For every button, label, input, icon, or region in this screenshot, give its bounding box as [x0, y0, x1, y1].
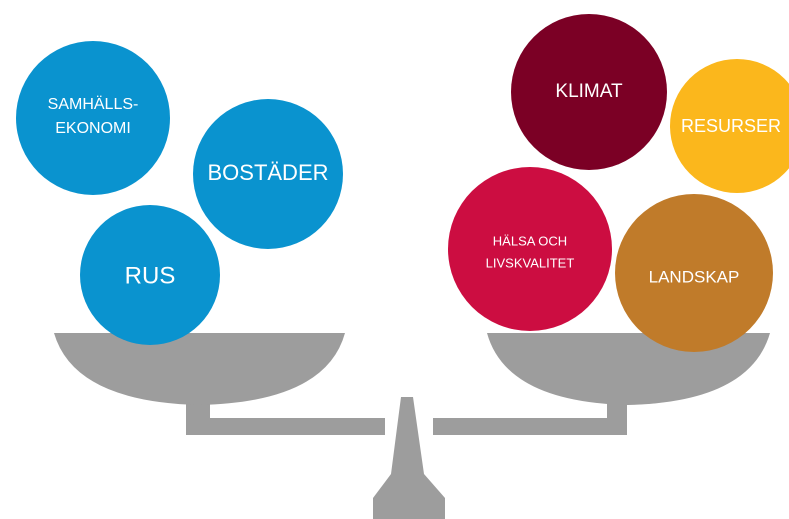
circle-resurser: RESURSER: [670, 59, 789, 193]
circle-label: BOSTÄDER: [207, 160, 328, 185]
circle-label: SAMHÄLLS-: [48, 95, 139, 113]
circle-label: RESURSER: [681, 116, 781, 136]
circle-shape: [16, 41, 170, 195]
circle-shape: [448, 167, 612, 331]
left-pan: [54, 333, 345, 405]
scale-post: [373, 397, 445, 519]
circle-label: KLIMAT: [555, 81, 623, 102]
scale-beam: [186, 403, 627, 435]
right-circles: KLIMAT RESURSER HÄLSA OCH LIVSKVALITET L…: [448, 14, 789, 352]
circle-label: LANDSKAP: [649, 267, 740, 286]
scale: [54, 333, 770, 519]
circle-rus: RUS: [80, 205, 220, 345]
circle-label: HÄLSA OCH: [493, 233, 567, 248]
circle-shape: [615, 194, 773, 352]
circle-shape: [670, 59, 789, 193]
circle-halsa-och-livskvalitet: HÄLSA OCH LIVSKVALITET: [448, 167, 612, 331]
circle-bostader: BOSTÄDER: [193, 99, 343, 249]
circle-label: EKONOMI: [55, 120, 131, 137]
circle-shape: [511, 14, 667, 170]
left-circles: SAMHÄLLS- EKONOMI BOSTÄDER RUS: [16, 41, 343, 345]
circle-landskap: LANDSKAP: [615, 194, 773, 352]
circle-shape: [193, 99, 343, 249]
circle-shape: [80, 205, 220, 345]
circle-samhallsekonomi: SAMHÄLLS- EKONOMI: [16, 41, 170, 195]
circle-label: LIVSKVALITET: [486, 255, 575, 270]
circle-klimat: KLIMAT: [511, 14, 667, 170]
circle-label: RUS: [125, 262, 176, 289]
